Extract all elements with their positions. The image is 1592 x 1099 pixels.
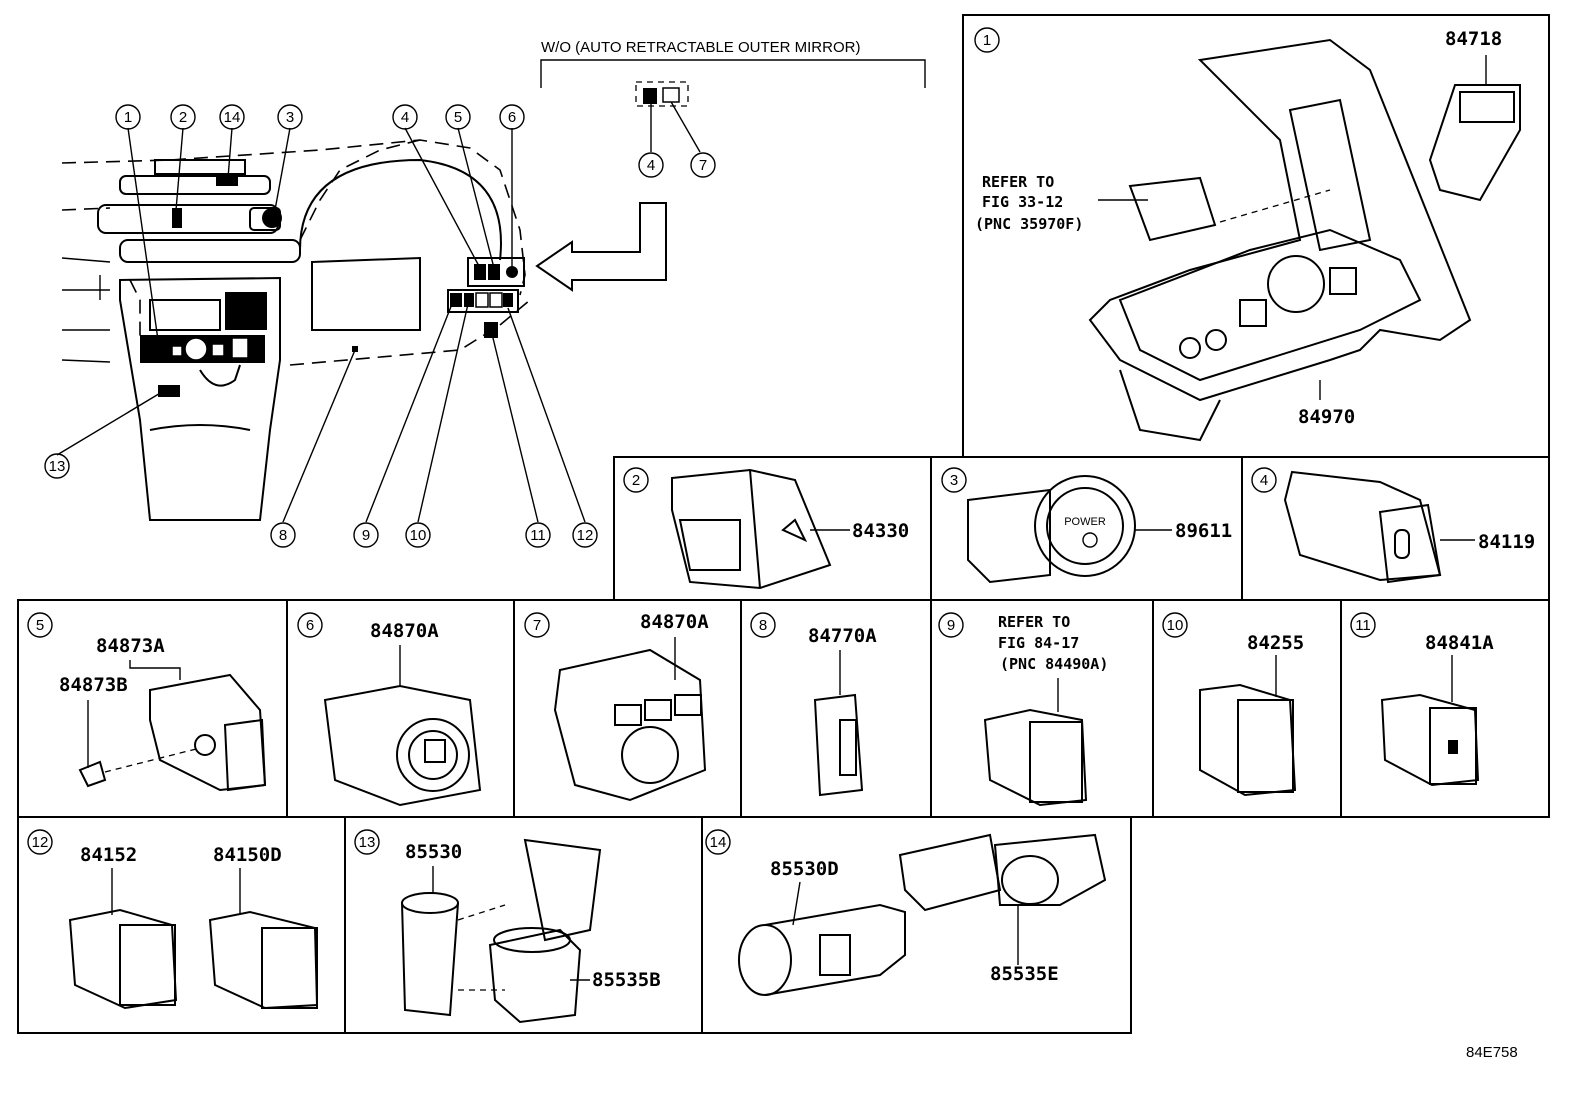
part-number: 85530: [405, 841, 462, 863]
label-text: 13: [49, 458, 66, 475]
label-text: 7: [533, 617, 541, 634]
label-text: 6: [306, 617, 314, 634]
refer-text: FIG 33-12: [982, 193, 1063, 211]
callout-10: 10: [405, 522, 431, 548]
part-number: 84970: [1298, 406, 1355, 428]
variant-label: W/O (AUTO RETRACTABLE OUTER MIRROR): [541, 39, 860, 56]
part-number: 85535E: [990, 963, 1059, 985]
refer-text: (PNC 84490A): [1000, 655, 1108, 673]
label-text: 14: [710, 834, 727, 851]
label-text: 5: [454, 109, 462, 126]
part-number: 84330: [852, 520, 909, 542]
callout-7: 7: [690, 152, 716, 178]
dashboard-overview: W/O (AUTO RETRACTABLE OUTER MIRROR): [56, 39, 926, 523]
part-number: 84255: [1247, 632, 1304, 654]
panel-10: 10 84255: [1162, 612, 1304, 797]
label-text: 4: [1260, 472, 1268, 489]
panel-4: 4 84119: [1251, 467, 1535, 584]
label-text: 4: [401, 109, 409, 126]
callout-14: 14: [219, 104, 245, 130]
label-text: 5: [36, 617, 44, 634]
callout-6: 6: [499, 104, 525, 130]
panel-9: 9 REFER TO FIG 84-17 (PNC 84490A): [938, 612, 1108, 807]
label-text: 9: [947, 617, 955, 634]
panel-8: 8 84770A: [750, 612, 877, 797]
part-number: 85530D: [770, 858, 839, 880]
panel-2: 2 84330: [623, 467, 909, 590]
callout-5: 5: [445, 104, 471, 130]
label-text: 8: [279, 527, 287, 544]
part-number: 84152: [80, 844, 137, 866]
part-number: 84150D: [213, 844, 282, 866]
panel-7: 7 84870A: [524, 611, 709, 802]
label-text: 12: [577, 527, 594, 544]
callout-4: 4: [392, 104, 418, 130]
part-number: 84770A: [808, 625, 877, 647]
part-number: 84841A: [1425, 632, 1494, 654]
label-text: 2: [179, 109, 187, 126]
label-text: 13: [359, 834, 376, 851]
panel-borders: [17, 14, 1550, 1034]
figure-id: 84E758: [1466, 1044, 1518, 1061]
panel-13: 13 85530 85535B: [354, 829, 661, 1024]
part-number: 84873B: [59, 674, 128, 696]
part-number: 84870A: [370, 620, 439, 642]
overview-callouts: 1 2 14 3 4 5 6 4 7 13 8 9 10 11 12: [44, 104, 716, 548]
label-text: 7: [699, 157, 707, 174]
panel-14: 14 85530D 85535E: [705, 829, 1107, 996]
label-text: 3: [950, 472, 958, 489]
callout-4b: 4: [638, 152, 664, 178]
label-text: 9: [362, 527, 370, 544]
callout-1: 1: [115, 104, 141, 130]
part-number: 84119: [1478, 531, 1535, 553]
part-number: 89611: [1175, 520, 1232, 542]
label-text: 1: [124, 109, 132, 126]
refer-text: (PNC 35970F): [975, 215, 1083, 233]
label-text: 4: [647, 157, 655, 174]
part-number: 84873A: [96, 635, 165, 657]
panel-6: 6 84870A: [297, 612, 482, 807]
panel-5: 5 84873A 84873B: [27, 612, 267, 792]
panel-12: 12 84152 84150D: [27, 829, 319, 1010]
label-text: 12: [32, 834, 49, 851]
panel-3: 3 89611 POWER: [941, 467, 1232, 584]
panel-1: 1 84718 84970 REFER TO FIG 33-12 (PNC 35…: [974, 27, 1521, 442]
callout-8: 8: [270, 522, 296, 548]
panel-11: 11 84841A: [1350, 612, 1494, 787]
label-text: 2: [632, 472, 640, 489]
refer-text: REFER TO: [982, 173, 1054, 191]
part-number: 85535B: [592, 969, 661, 991]
refer-text: FIG 84-17: [998, 634, 1079, 652]
label-text: 8: [759, 617, 767, 634]
label-text: 3: [286, 109, 294, 126]
label-text: 11: [1355, 617, 1371, 634]
part-number: 84870A: [640, 611, 709, 633]
callout-3: 3: [277, 104, 303, 130]
callout-11: 11: [525, 522, 551, 548]
label-text: 6: [508, 109, 516, 126]
power-label: POWER: [1064, 516, 1106, 528]
label-text: 11: [530, 527, 546, 544]
callout-12: 12: [572, 522, 598, 548]
refer-text: REFER TO: [998, 613, 1070, 631]
label-text: 10: [1167, 617, 1184, 634]
label-text: 10: [410, 527, 427, 544]
callout-13: 13: [44, 453, 70, 479]
part-number: 84718: [1445, 28, 1502, 50]
callout-2: 2: [170, 104, 196, 130]
label-text: 14: [224, 109, 241, 126]
callout-9: 9: [353, 522, 379, 548]
label-text: 1: [983, 32, 991, 49]
